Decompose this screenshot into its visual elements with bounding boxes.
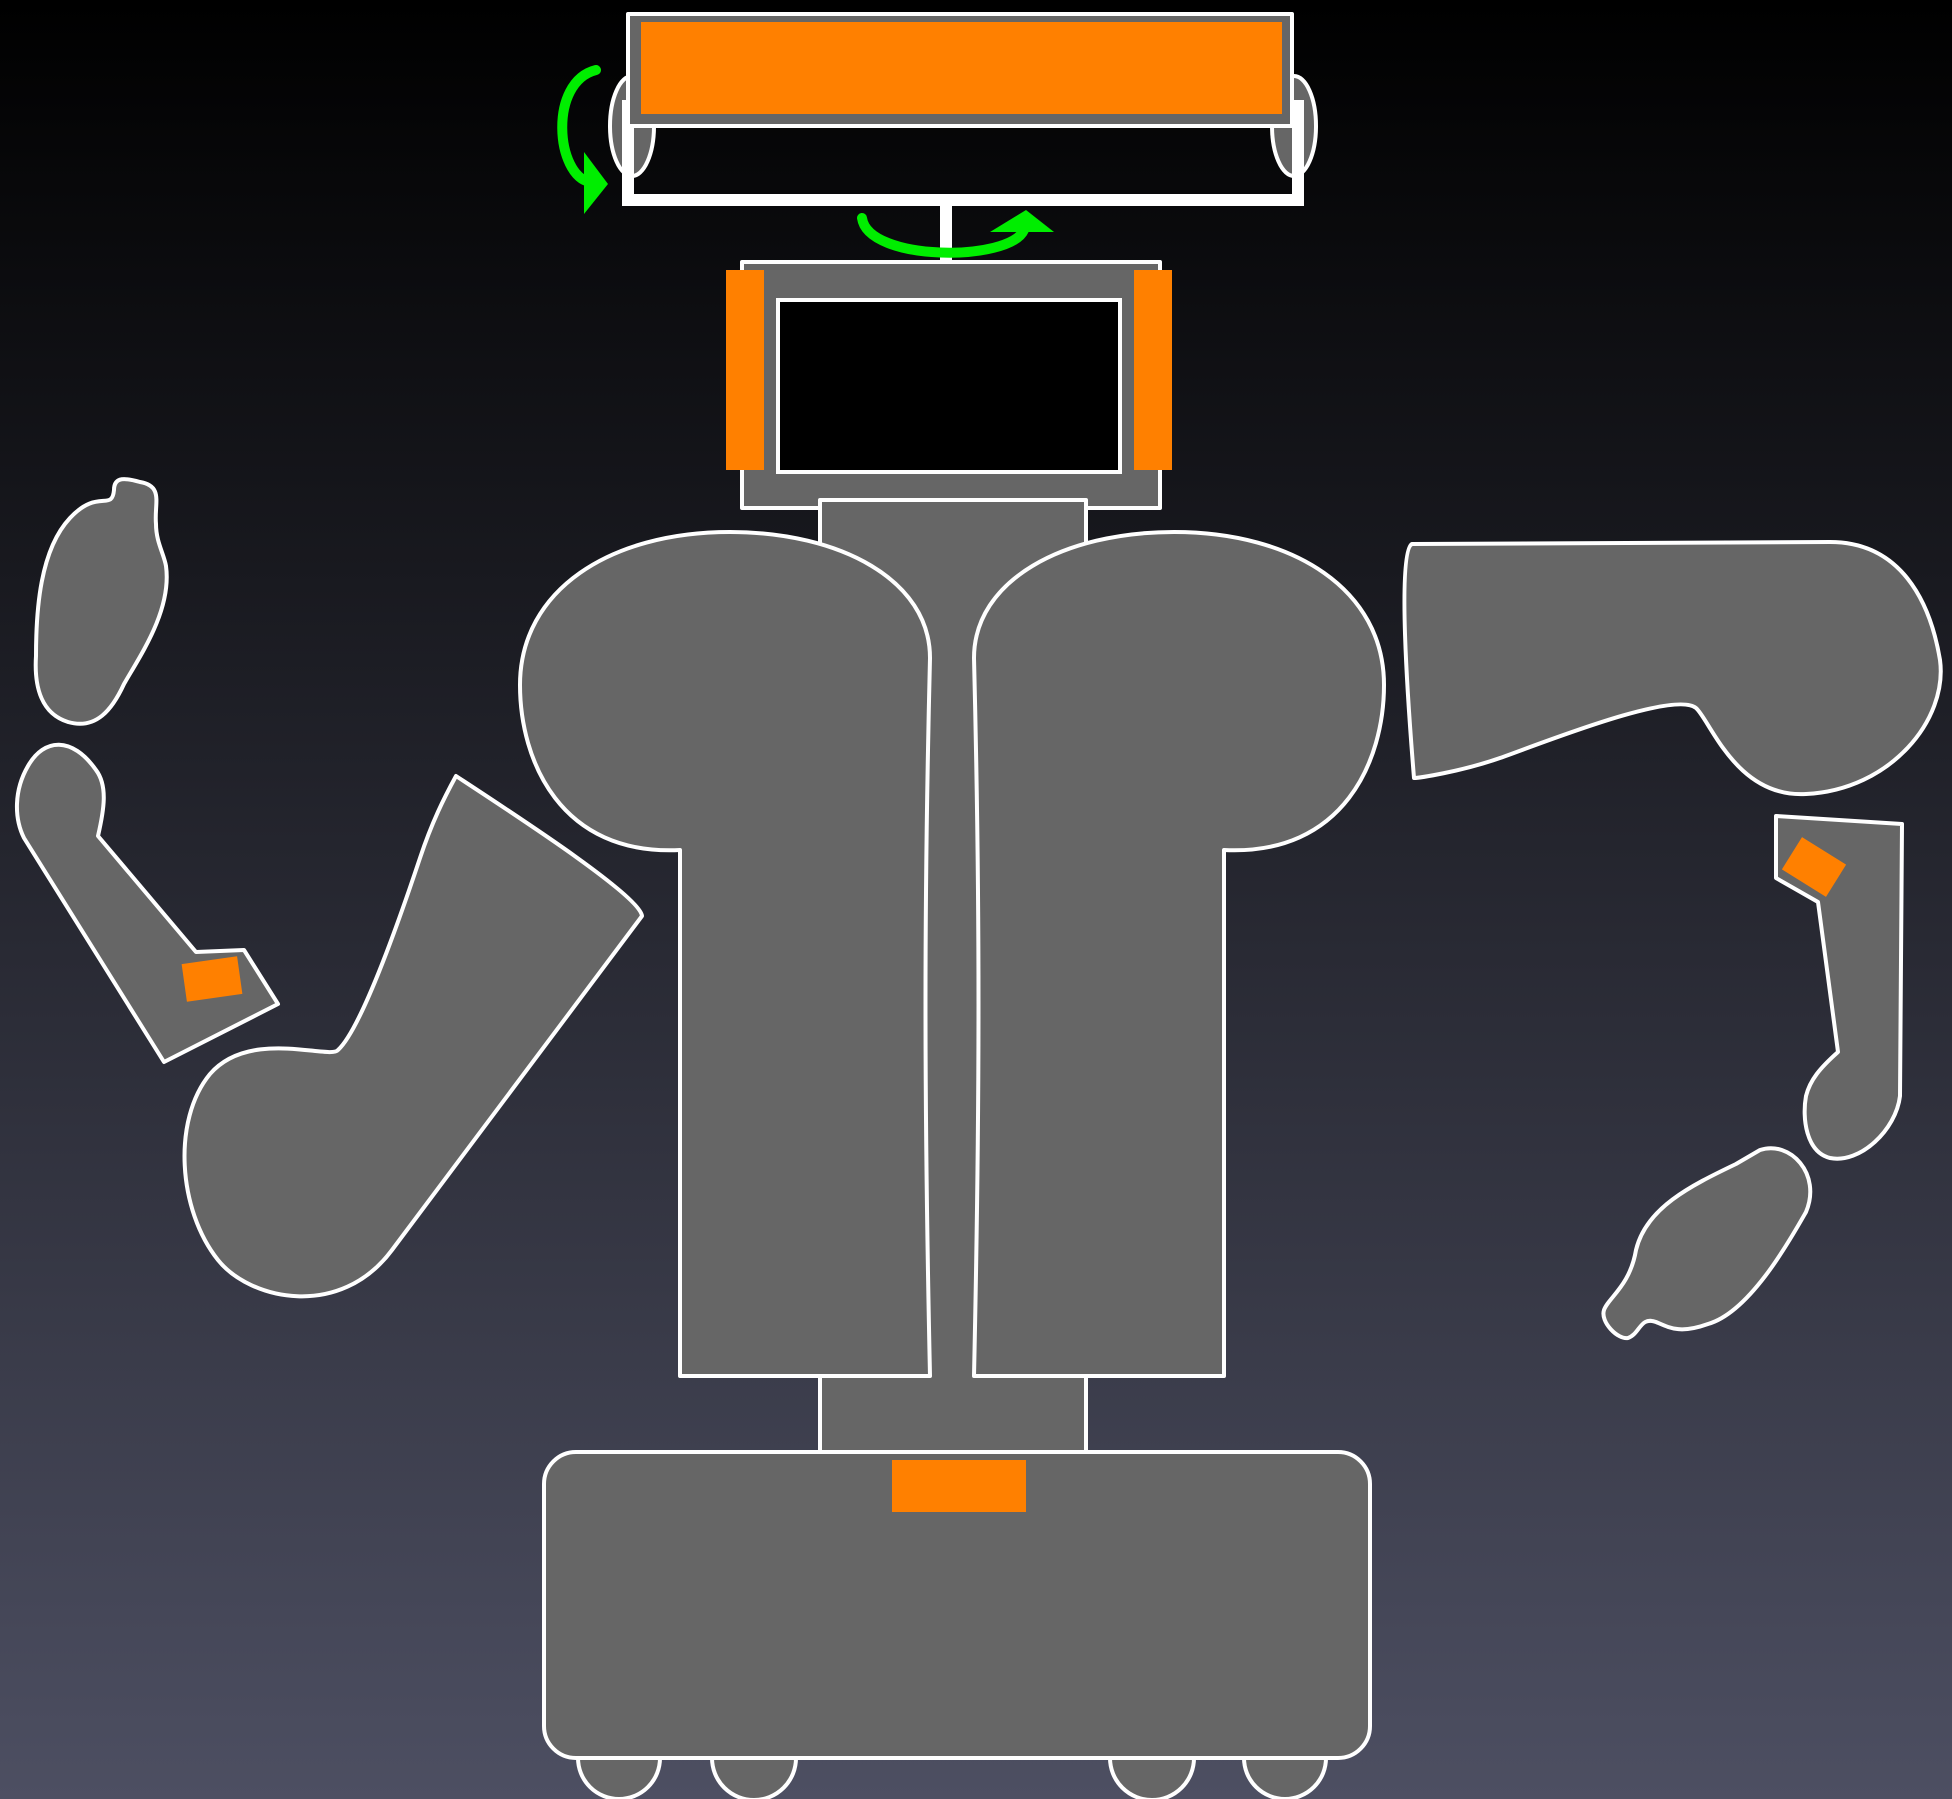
left-wrist-camera xyxy=(181,956,243,1002)
base-laser xyxy=(892,1460,1026,1512)
head-pan-arrow xyxy=(857,210,1054,258)
right-shoulder xyxy=(972,530,1386,1378)
base-wheel-2 xyxy=(710,1756,798,1799)
head-sensor-bar xyxy=(641,22,1282,114)
head-neck xyxy=(940,200,952,262)
head-bracket xyxy=(622,100,1304,206)
head xyxy=(608,12,1318,262)
tilt-arrowhead xyxy=(584,152,608,214)
right-forearm xyxy=(1774,814,1904,1161)
left-upper-arm xyxy=(182,774,644,1299)
stereo-camera-left xyxy=(726,270,764,470)
right-wrist-camera xyxy=(1781,837,1847,897)
left-shoulder xyxy=(518,530,932,1378)
left-gripper xyxy=(33,477,169,726)
pan-arrowhead xyxy=(990,210,1054,232)
base-wheel-3 xyxy=(1108,1756,1196,1799)
stereo-camera-right xyxy=(1134,270,1172,470)
base xyxy=(542,1450,1372,1799)
head-tilt-arrow xyxy=(557,65,608,214)
head-mount xyxy=(726,260,1172,546)
right-upper-arm xyxy=(1402,540,1943,797)
head-mount-window xyxy=(776,298,1122,474)
right-gripper xyxy=(1601,1146,1813,1341)
base-body xyxy=(542,1450,1372,1760)
